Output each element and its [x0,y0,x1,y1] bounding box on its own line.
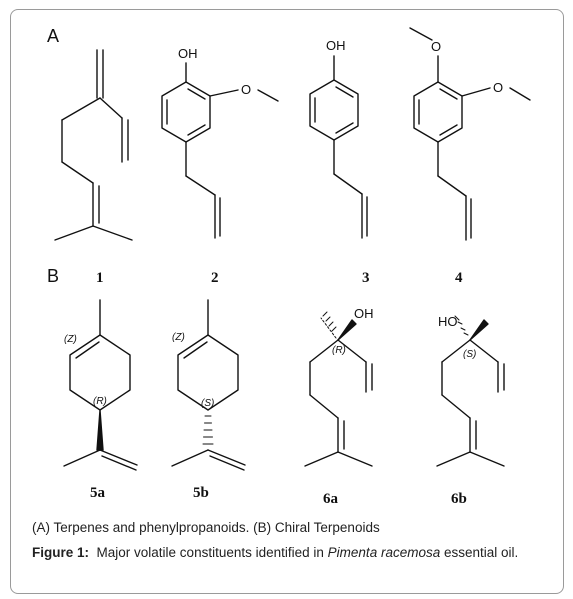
figure-label: Figure 1: [32,545,90,560]
compound-label-5a: 5a [90,485,106,501]
structure-linalool-s [436,315,505,467]
species-name: Pimenta racemosa [327,545,441,560]
structure-limonene-r [63,299,138,471]
stereo-label-5a-z: (Z) [64,334,77,345]
panel-description: (A) Terpenes and phenylpropanoids. (B) C… [32,520,380,535]
atom-oh-6a: OH [354,306,374,321]
compound-label-3: 3 [362,270,370,286]
caption-text-end: essential oil. [444,545,519,560]
structure-methyleugenol [409,27,531,241]
atom-oh-3: OH [326,38,346,53]
stereo-label-6b-s: (S) [463,349,476,360]
structure-linalool-r [304,311,373,467]
compound-label-6a: 6a [323,491,339,507]
figure-frame [10,9,564,594]
compound-label-6b: 6b [451,491,467,507]
structure-chavicol [309,55,368,239]
structure-eugenol [161,62,279,239]
stereo-label-6a-r: (R) [332,345,346,356]
atom-ho-6b: HO [438,314,458,329]
atom-oh-2: OH [178,46,198,61]
atom-o-2: O [241,82,251,97]
atom-o-4a: O [431,39,441,54]
panel-label-a: A [47,26,59,46]
panel-label-b: B [47,266,59,286]
compound-label-1: 1 [96,270,104,286]
compound-label-4: 4 [455,270,463,286]
stereo-label-5a-r: (R) [93,396,107,407]
structure-myrcene [54,49,133,241]
compound-label-5b: 5b [193,485,209,501]
stereo-label-5b-z: (Z) [172,332,185,343]
structure-limonene-s [171,299,246,471]
caption-text: Major volatile constituents identified i… [96,545,324,560]
atom-o-4b: O [493,80,503,95]
compound-label-2: 2 [211,270,219,286]
figure-caption: Figure 1: Major volatile constituents id… [32,544,547,562]
stereo-label-5b-s: (S) [201,398,214,409]
